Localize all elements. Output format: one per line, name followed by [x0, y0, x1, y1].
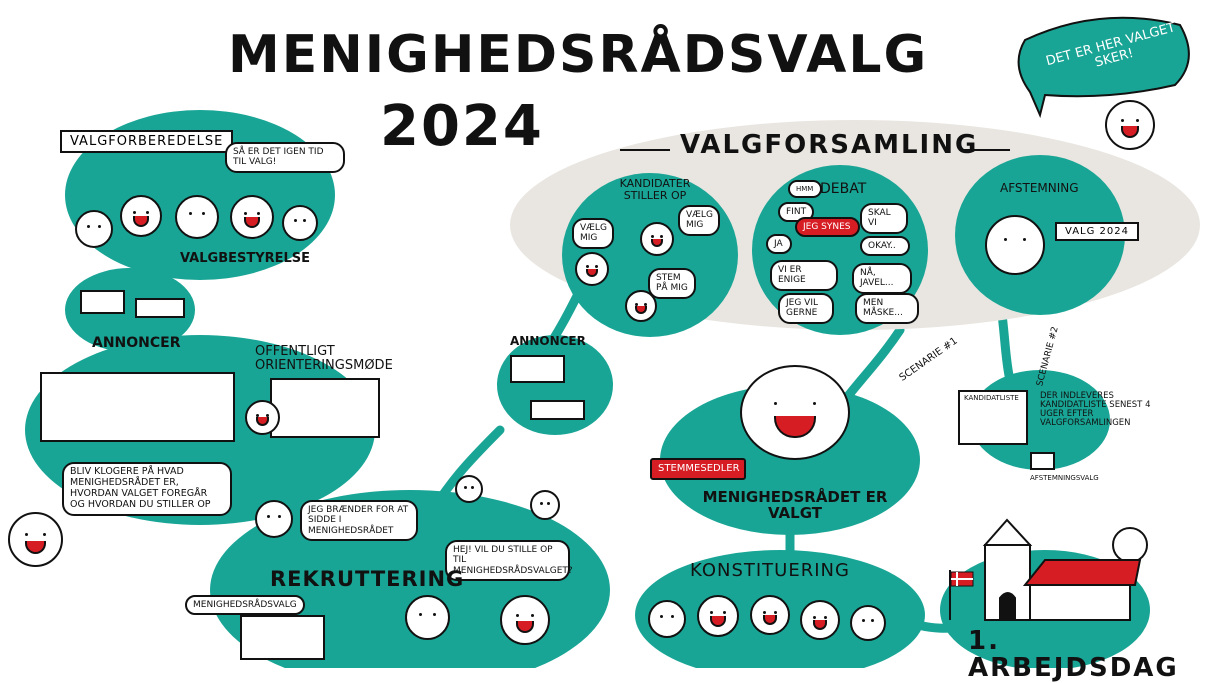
debate-bubble-na-javel: NÅ, JAVEL...	[852, 263, 912, 294]
candidate-list-text: DER INDLEVERES KANDIDATLISTE SENEST 4 UG…	[1040, 391, 1151, 428]
candidates-title: KANDIDATER STILLER OP	[619, 177, 691, 202]
person-face	[530, 490, 560, 520]
newspaper-icon	[530, 400, 585, 420]
debate-bubble-okay: OKAY..	[860, 236, 910, 257]
recruit-bubble-2: HEJ! VIL DU STILLE OP TIL MENIGHEDSRÅDSV…	[445, 540, 573, 582]
ballot-label: AFSTEMNINGSVALG	[1030, 474, 1099, 482]
person-face	[750, 595, 790, 635]
workday-label: 1. ARBEJDSDAG	[968, 626, 1179, 683]
debate-bubble-vi-er-enige: VI ER ENIGE	[770, 260, 838, 291]
debate-bubble-skal-vi: SKAL VI	[860, 203, 908, 234]
background-shapes	[25, 16, 1200, 668]
meeting-info: BLIV KLOGERE PÅ HVAD MENIGHEDSRÅDET ER, …	[62, 462, 232, 516]
person-face	[175, 195, 219, 239]
page-title-year: 2024	[380, 94, 544, 159]
candidate-list-doc: KANDIDATLISTE	[958, 390, 1028, 445]
sun-icon	[1112, 527, 1148, 563]
candidate-face	[625, 290, 657, 322]
prep-sign: VALGFORBEREDELSE	[60, 130, 234, 153]
prep-label: VALGBESTYRELSE	[180, 251, 311, 266]
ballot-box-icon	[1030, 452, 1055, 470]
candidate-list-doc-title: KANDIDATLISTE	[964, 394, 1019, 402]
debate-bubble-hmm: HMM	[788, 180, 822, 199]
corner-speech-bubble	[1017, 16, 1190, 119]
host-face	[1105, 100, 1155, 150]
person-face	[405, 595, 450, 640]
person-face	[648, 600, 686, 638]
voter-head	[985, 215, 1045, 275]
prep-bubble: SÅ ER DET IGEN TID TIL VALG!	[225, 142, 345, 173]
elected-blob	[660, 385, 920, 535]
constitution-label: KONSTITUERING	[690, 560, 850, 581]
laptop-icon	[510, 355, 565, 383]
meeting-room	[40, 372, 235, 442]
diagram-canvas: MENIGHEDSRÅDSVALG 2024 DET ER HER VALGET…	[8, 16, 1200, 682]
candidate-bubble-2: VÆLG MIG	[678, 205, 720, 236]
person-face	[255, 500, 293, 538]
person-face	[120, 195, 162, 237]
debate-bubble-jeg-synes: JEG SYNES	[795, 217, 860, 238]
ballots-box: STEMMESEDLER	[650, 458, 746, 480]
person-face	[75, 210, 113, 248]
person-face	[230, 195, 274, 239]
announce-mid-blob	[497, 335, 613, 435]
presentation-board	[270, 378, 380, 438]
laptop-icon	[80, 290, 125, 314]
elected-face	[740, 365, 850, 460]
announce-left-label: ANNONCER	[92, 335, 181, 351]
person-face	[500, 595, 550, 645]
candidate-bubble-1: VÆLG MIG	[572, 218, 614, 249]
recruit-label: REKRUTTERING	[270, 567, 465, 591]
person-face	[697, 595, 739, 637]
vote-sign: VALG 2024	[1055, 222, 1139, 241]
debate-bubble-ja: JA	[766, 234, 792, 255]
page-title: MENIGHEDSRÅDSVALG	[228, 25, 929, 85]
speaker-face	[245, 400, 280, 435]
candidate-face	[575, 252, 609, 286]
person-face	[282, 205, 318, 241]
person-face	[800, 600, 840, 640]
meeting-title: OFFENTLIGT ORIENTERINGSMØDE	[255, 344, 393, 373]
debate-title: DEBAT	[820, 181, 867, 197]
person-face	[455, 475, 483, 503]
vote-title: AFSTEMNING	[1000, 181, 1079, 195]
recruit-bubble-1: JEG BRÆNDER FOR AT SIDDE I MENIGHEDSRÅDE…	[300, 500, 418, 542]
flag-icon	[949, 570, 974, 620]
announce-mid-label: ANNONCER	[510, 334, 586, 348]
candidate-bubble-3: STEM PÅ MIG	[648, 268, 696, 299]
laptop-icon	[240, 615, 325, 660]
debate-bubble-jeg-vil-gerne: JEG VIL GERNE	[778, 293, 834, 324]
debate-bubble-men-maske: MEN MÅSKE...	[855, 293, 919, 324]
church-icon	[982, 518, 1142, 621]
guide-face	[8, 512, 63, 567]
candidate-face	[640, 222, 674, 256]
assembly-title: VALGFORSAMLING	[680, 130, 979, 160]
person-face	[850, 605, 886, 641]
elected-label: MENIGHEDSRÅDET ER VALGT	[702, 488, 888, 522]
announce-left-blob	[65, 268, 195, 352]
recruit-banner: MENIGHEDSRÅDSVALG	[185, 595, 305, 616]
newspaper-icon	[135, 298, 185, 318]
